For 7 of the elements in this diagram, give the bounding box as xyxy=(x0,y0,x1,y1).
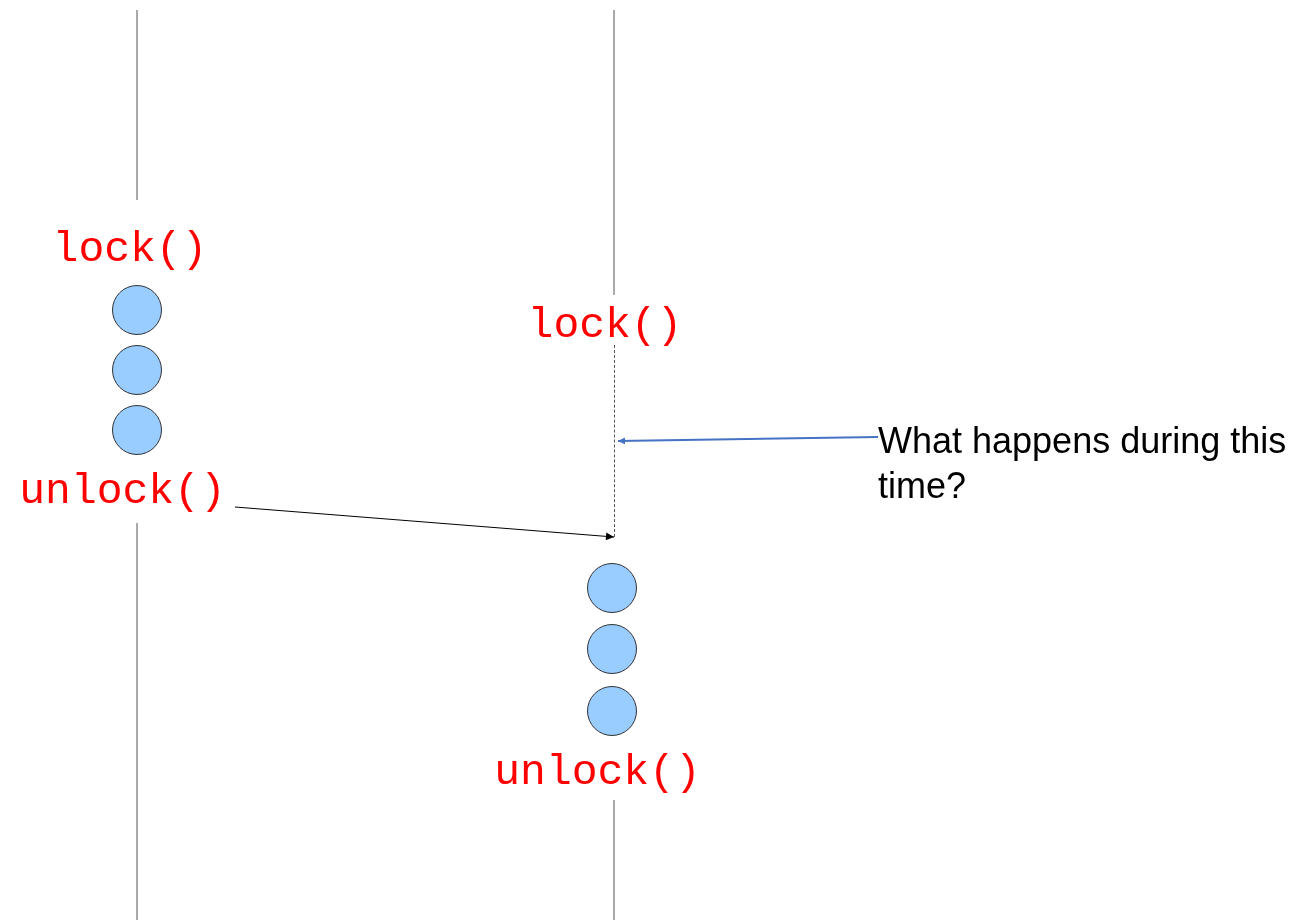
question-text: What happens during this time? xyxy=(878,419,1288,508)
code-label: lock() xyxy=(526,303,684,347)
arrow xyxy=(234,506,615,541)
code-label: unlock() xyxy=(18,469,227,513)
code-label: unlock() xyxy=(493,750,702,794)
arrow xyxy=(617,436,879,445)
code-label: lock() xyxy=(51,227,209,271)
